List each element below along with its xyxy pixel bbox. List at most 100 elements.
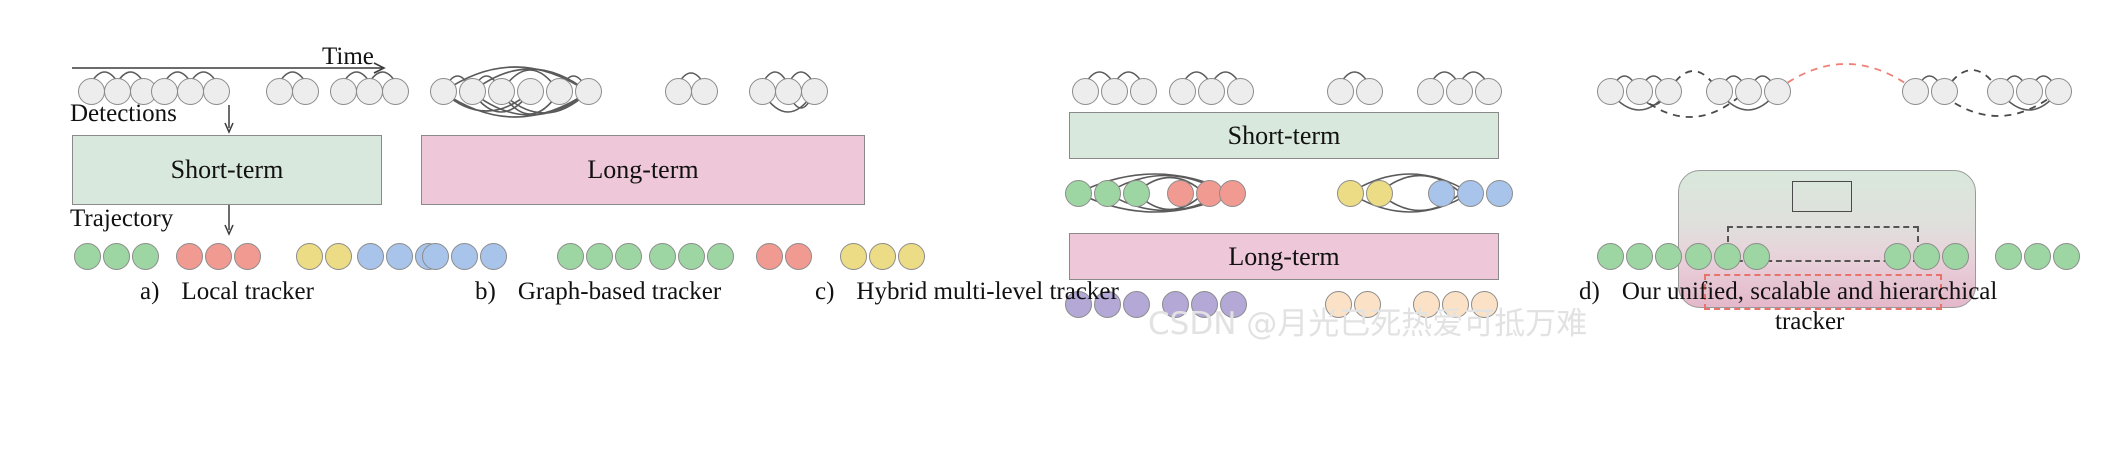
short-term-box-label: Short-term (170, 155, 284, 184)
detection-dot (517, 78, 544, 105)
trajectory-dot (615, 243, 642, 270)
trajectory-dot (176, 243, 203, 270)
caption-text: Our unified, scalable and hierarchical (1621, 278, 1998, 305)
long-term-box-label: Long-term (587, 155, 699, 184)
trajectory-dot (898, 243, 925, 270)
detection-dot (775, 78, 802, 105)
trajectory-dot (2053, 243, 2080, 270)
trajectory-dot (132, 243, 159, 270)
trajectory-dot (1597, 243, 1624, 270)
detection-dot (1706, 78, 1733, 105)
trajectory-dot (756, 243, 783, 270)
detection-dot (292, 78, 319, 105)
detection-dot (665, 78, 692, 105)
trajectory-dot (234, 243, 261, 270)
detection-dot (2045, 78, 2072, 105)
trajectory-dot (103, 243, 130, 270)
trajectory-dot (1685, 243, 1712, 270)
mid-dot (1457, 180, 1484, 207)
trajectory-dot (840, 243, 867, 270)
long-term-box-label: Long-term (1228, 241, 1340, 271)
detection-dot (1130, 78, 1157, 105)
caption-text: Graph-based tracker (517, 278, 722, 305)
panel-caption: b) Graph-based tracker (475, 278, 721, 306)
caption-text: Local tracker (181, 278, 314, 305)
trajectory-dot (2024, 243, 2051, 270)
mid-dot (1167, 180, 1194, 207)
mid-dot (1219, 180, 1246, 207)
detection-dot (1227, 78, 1254, 105)
trajectory-dot (1413, 291, 1440, 318)
trajectory-dot (586, 243, 613, 270)
trajectory-dot (422, 243, 449, 270)
detection-dot (801, 78, 828, 105)
trajectory-dot (1655, 243, 1682, 270)
detection-dot (203, 78, 230, 105)
trajectory-dot (1065, 291, 1092, 318)
mid-dot (1366, 180, 1393, 207)
trajectory-dot (1714, 243, 1741, 270)
trajectory-dot (1162, 291, 1189, 318)
detection-dot (104, 78, 131, 105)
trajectory-dot (1442, 291, 1469, 318)
trajectory-dot (325, 243, 352, 270)
short-term-box-label: Short-term (1227, 120, 1341, 150)
detection-dot (691, 78, 718, 105)
detection-dot (1902, 78, 1929, 105)
short-term-box: Short-term (72, 135, 382, 205)
detection-dot (1101, 78, 1128, 105)
detection-dot (2016, 78, 2043, 105)
trajectory-dot (480, 243, 507, 270)
detection-dot (177, 78, 204, 105)
detection-dot (1072, 78, 1099, 105)
trajectory-dot (386, 243, 413, 270)
trajectory-dot (1325, 291, 1352, 318)
detection-dot (1764, 78, 1791, 105)
trajectory-dot (1942, 243, 1969, 270)
mid-dot (1428, 180, 1455, 207)
trajectory-dot (1354, 291, 1381, 318)
trajectory-dot (1995, 243, 2022, 270)
panel-unified-hierarchical-tracker: d)Our unified, scalable and hierarchical… (1579, 0, 2109, 460)
trajectory-dot (74, 243, 101, 270)
time-axis-label: Time (322, 43, 374, 70)
detection-dot (1475, 78, 1502, 105)
trajectory-dot (1094, 291, 1121, 318)
detection-dot (1987, 78, 2014, 105)
detection-dot (1626, 78, 1653, 105)
detection-dot (430, 78, 457, 105)
inner-dashed-red-box (1704, 274, 1942, 310)
trajectory-dot (1743, 243, 1770, 270)
mid-dot (1196, 180, 1223, 207)
panel-graph-based-tracker: Long-term b) Graph-based tracker (420, 0, 1020, 460)
detection-dot (1931, 78, 1958, 105)
trajectory-dot (451, 243, 478, 270)
trajectory-dot (296, 243, 323, 270)
detection-dot (151, 78, 178, 105)
trajectory-dot (1884, 243, 1911, 270)
trajectory-dot (785, 243, 812, 270)
detection-dot (1198, 78, 1225, 105)
caption-letter: b) (475, 278, 496, 305)
long-term-box: Long-term (1069, 233, 1499, 280)
panel-caption: d)Our unified, scalable and hierarchical (1579, 278, 1997, 306)
csdn-watermark: CSDN @月光已死热爱可抵万难 (1148, 306, 1588, 342)
detection-dot (459, 78, 486, 105)
trajectory-dot (1471, 291, 1498, 318)
trajectory-dot (205, 243, 232, 270)
detection-dot (546, 78, 573, 105)
trajectory-dot (678, 243, 705, 270)
detection-dot (1327, 78, 1354, 105)
mid-dot (1337, 180, 1364, 207)
short-term-box: Short-term (1069, 112, 1499, 159)
detection-dot (575, 78, 602, 105)
trajectory-dot (1913, 243, 1940, 270)
trajectory-dot (869, 243, 896, 270)
detection-dot (266, 78, 293, 105)
panel-caption: a)Local tracker (140, 278, 314, 306)
long-term-box: Long-term (421, 135, 865, 205)
panel-hybrid-multi-level-tracker: Short-term Long-term c)Hybrid multi-lev (815, 0, 1580, 460)
detection-dot (382, 78, 409, 105)
trajectory-dot (1191, 291, 1218, 318)
